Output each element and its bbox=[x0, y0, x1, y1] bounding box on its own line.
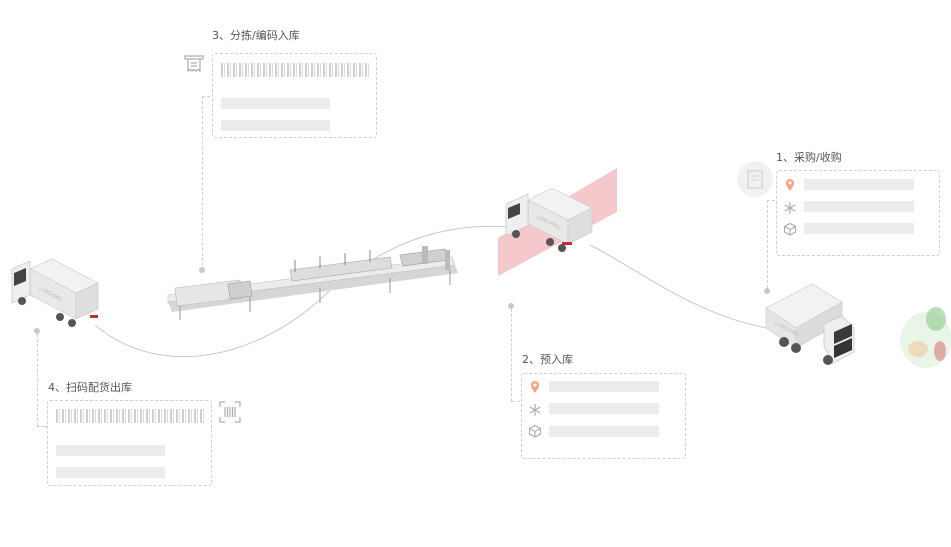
connector-line bbox=[767, 200, 768, 288]
step-3-card bbox=[212, 53, 377, 138]
text-placeholder bbox=[549, 426, 659, 437]
package-box-icon bbox=[528, 424, 542, 438]
produce-image bbox=[900, 307, 951, 368]
step-3-title: 3、分拣/编码入库 bbox=[212, 29, 300, 42]
connector-line bbox=[37, 334, 38, 426]
step-4-card bbox=[47, 400, 212, 486]
connector-line bbox=[202, 96, 203, 266]
document-icon-circle bbox=[737, 161, 773, 197]
barcode-scan-icon bbox=[219, 401, 241, 423]
step-2-title: 2、预入库 bbox=[522, 353, 573, 366]
connector-line bbox=[511, 309, 512, 401]
text-placeholder bbox=[549, 381, 659, 392]
text-placeholder bbox=[221, 98, 330, 109]
text-placeholder bbox=[56, 445, 165, 456]
document-icon bbox=[747, 170, 763, 189]
step-2-card bbox=[521, 373, 686, 459]
snowflake-icon bbox=[783, 201, 797, 215]
conveyor-line bbox=[167, 246, 458, 320]
text-placeholder bbox=[804, 223, 914, 234]
receipt-icon bbox=[183, 54, 205, 74]
step-4-title: 4、扫码配货出库 bbox=[48, 381, 132, 394]
text-placeholder bbox=[804, 201, 914, 212]
truck-left: LUNCHING bbox=[11, 258, 99, 327]
package-box-icon bbox=[783, 222, 797, 236]
location-pin-icon bbox=[783, 178, 797, 192]
anchor-dot bbox=[508, 303, 514, 309]
anchor-dot bbox=[34, 328, 40, 334]
anchor-dot bbox=[764, 288, 770, 294]
truck-middle: LUNCHING bbox=[505, 187, 593, 252]
barcode-placeholder bbox=[56, 409, 206, 423]
step-1-title: 1、采购/收购 bbox=[776, 151, 842, 164]
location-pin-icon bbox=[528, 380, 542, 394]
text-placeholder bbox=[804, 179, 914, 190]
step-1-card bbox=[776, 170, 940, 256]
text-placeholder bbox=[56, 467, 165, 478]
barcode-placeholder bbox=[221, 63, 371, 77]
text-placeholder bbox=[549, 403, 659, 414]
anchor-dot bbox=[199, 267, 205, 273]
snowflake-icon bbox=[528, 403, 542, 417]
truck-right: LUNCHING bbox=[765, 283, 855, 365]
text-placeholder bbox=[221, 120, 330, 131]
